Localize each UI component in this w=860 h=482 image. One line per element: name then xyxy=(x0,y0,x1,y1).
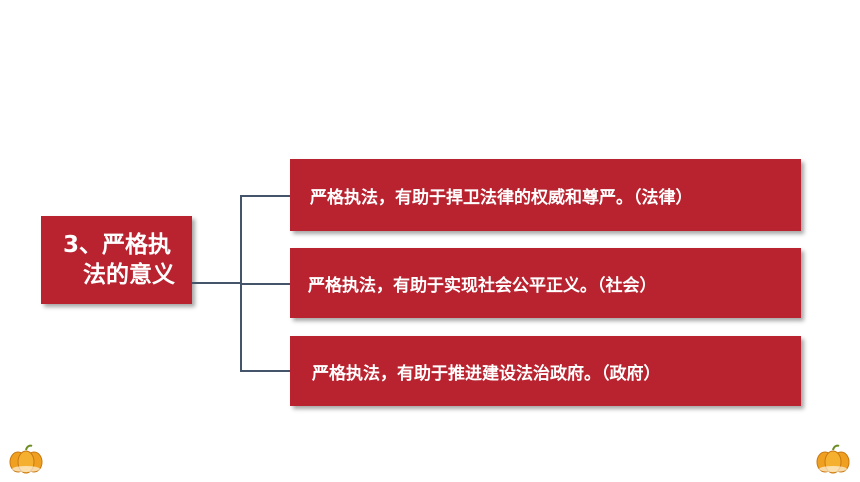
connector-branch-1 xyxy=(240,195,290,197)
branch-box-government: 严格执法，有助于推进建设法治政府。（政府） xyxy=(290,336,801,406)
branch-box-law: 严格执法，有助于捍卫法律的权威和尊严。（法律） xyxy=(290,159,801,231)
pumpkin-icon xyxy=(816,444,850,474)
root-topic-box: 3、严格执 法的意义 xyxy=(41,216,192,304)
pumpkin-icon xyxy=(9,444,43,474)
branch-box-society: 严格执法，有助于实现社会公平正义。（社会） xyxy=(290,248,801,318)
connector-stub xyxy=(192,282,240,284)
connector-branch-3 xyxy=(240,370,290,372)
branch-text-law: 严格执法，有助于捍卫法律的权威和尊严。（法律） xyxy=(310,187,693,208)
branch-text-government: 严格执法，有助于推进建设法治政府。（政府） xyxy=(312,363,661,384)
root-topic-line-1: 3、严格执 xyxy=(63,232,172,258)
connector-branch-2 xyxy=(240,283,290,285)
root-topic-line-2: 法的意义 xyxy=(83,262,175,288)
branch-text-society: 严格执法，有助于实现社会公平正义。（社会） xyxy=(308,275,657,296)
